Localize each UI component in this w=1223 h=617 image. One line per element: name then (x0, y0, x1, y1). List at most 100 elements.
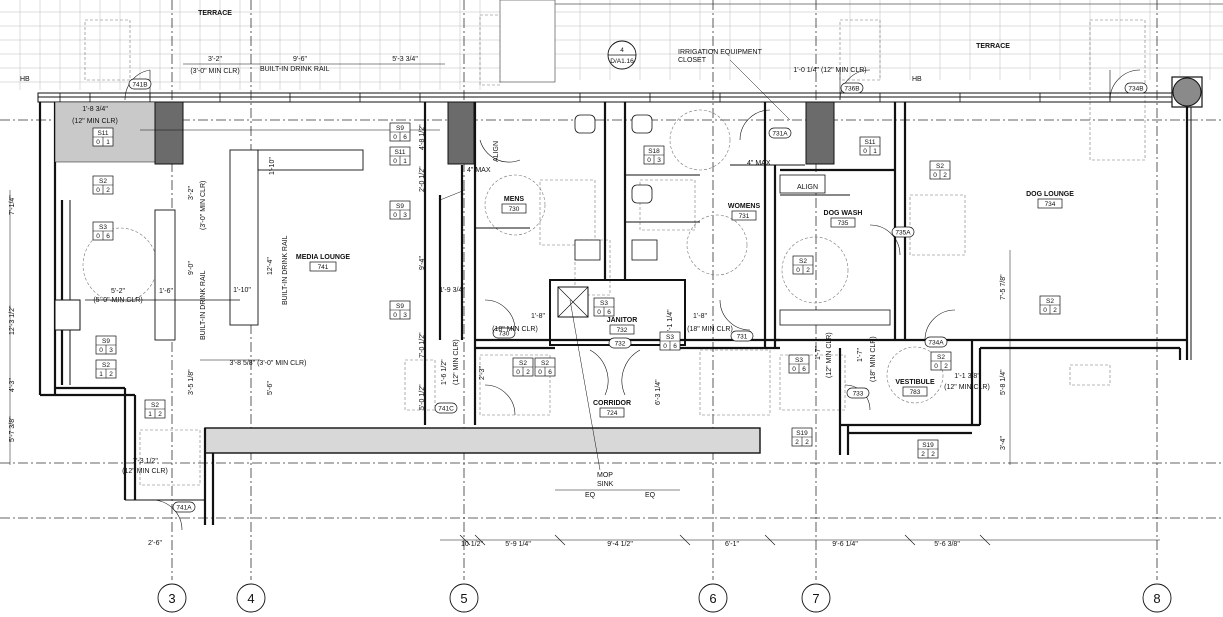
dim-7-5-78: 7'-5 7/8" (1000, 274, 1007, 300)
drink-rails (85, 129, 440, 341)
dim-7-14: 7'-1/4" (9, 195, 16, 215)
door-tag: 731 (730, 330, 754, 342)
partition-tag-a: 0 (663, 343, 667, 350)
door-tag: 733 (846, 387, 870, 399)
partition-tag-b: 2 (109, 371, 113, 378)
note-hose-bibb-2: HB (912, 76, 922, 83)
partition-tag-b: 2 (1053, 307, 1057, 314)
note-irrigation-2: CLOSET (678, 57, 707, 64)
partition-tag-code: S2 (519, 360, 527, 367)
note-align-1: ALIGN (493, 141, 500, 162)
partition-tag-code: S2 (936, 163, 944, 170)
partition-tag-code: S2 (541, 360, 549, 367)
partition-tag-b: 6 (802, 366, 806, 373)
grid-bubble-label: 7 (812, 591, 819, 606)
partition-tag-b: 6 (673, 343, 677, 350)
dim-18-clr-c: (18" MIN CLR) (870, 336, 877, 382)
door-tag-label: 741B (132, 82, 147, 89)
dim-4-3: 4'-3" (9, 378, 16, 392)
door-tag: 736B (840, 82, 864, 94)
note-drink-rail-top: BUILT-IN DRINK RAIL (260, 66, 330, 73)
partition-tag-b: 1 (873, 148, 877, 155)
partition-tag-b: 2 (931, 451, 935, 458)
room-janitor: JANITOR (607, 317, 638, 324)
partition-tag-b: 1 (106, 139, 110, 146)
partition-tag-b: 2 (158, 411, 162, 418)
partition-tag-code: S2 (799, 258, 807, 265)
dim-5-0-12: 5'-0 1/2" (419, 384, 426, 410)
dim-12-clr: (12" MIN CLR) (72, 118, 118, 125)
partition-tag-a: 0 (393, 312, 397, 319)
partition-tag-code: S2 (102, 362, 110, 369)
column (805, 101, 835, 165)
dim-3-2-v: 3'-2" (188, 186, 195, 200)
dim-12-clr-e: (12" MIN CLR) (944, 384, 990, 391)
door-tag: 732 (608, 337, 632, 349)
room-media-lounge: MEDIA LOUNGE (296, 254, 351, 261)
partition-tag-code: S2 (151, 402, 159, 409)
partition-tag-b: 6 (106, 233, 110, 240)
door-tag-label: 741A (176, 505, 192, 512)
partition-tag-a: 0 (792, 366, 796, 373)
detail-callout: 4 D/A1.16 (607, 40, 637, 70)
dim-2-6: 2'-6" (148, 540, 162, 547)
room-num-735: 735 (838, 220, 849, 227)
leaders (200, 59, 791, 471)
door-tag: 734B (1124, 82, 1148, 94)
dim-1-0-14: 1'-0 1/4" (12" MIN CLR) (793, 67, 866, 74)
door-tag-label: 734B (1128, 86, 1143, 93)
note-hose-bibb-1: HB (20, 76, 30, 83)
door-tag-label: 730 (499, 331, 510, 338)
dim-4-8-12: 4'-8 1/2" (419, 124, 426, 150)
partition-tag-a: 0 (1043, 307, 1047, 314)
room-terrace-right: TERRACE (976, 43, 1010, 50)
door-tag: 730 (492, 327, 516, 339)
partition-tag-a: 1 (99, 371, 103, 378)
dim-1-3-12: 1'-3 1/2" (132, 458, 158, 465)
partition-tag-a: 2 (795, 439, 799, 446)
dim-5-6: 5'-6" (267, 381, 274, 395)
door-tag-label: 731A (772, 131, 788, 138)
partition-tag-b: 3 (403, 312, 407, 319)
note-mop-2: SINK (597, 481, 614, 488)
dim-3-0-clr: (3'-0" MIN CLR) (190, 68, 239, 75)
detail-sheet: D/A1.16 (610, 58, 634, 65)
dim-5-2: 5'-2" (111, 288, 125, 295)
partition-tag-b: 6 (403, 134, 407, 141)
partition-tag-code: S3 (99, 224, 107, 231)
dim-12-4: 12'-4" (267, 257, 274, 275)
dim-5-8-14: 5'-8 1/4" (1000, 369, 1007, 395)
partition-tag-code: S2 (937, 354, 945, 361)
partition-tag-code: S2 (99, 178, 107, 185)
room-dog-lounge: DOG LOUNGE (1026, 191, 1074, 198)
dim-1-8: 1'-8" (531, 313, 545, 320)
partition-tag-a: 1 (148, 411, 152, 418)
partition-tag-a: 0 (933, 172, 937, 179)
partition-tag-a: 0 (863, 148, 867, 155)
dim-1-8-34: 1'-8 3/4" (82, 106, 108, 113)
dim-bottom-9-6-14: 9'-6 1/4" (832, 541, 858, 548)
partition-tag-a: 0 (96, 233, 100, 240)
partition-tag-b: 1 (403, 158, 407, 165)
grid-bubble-label: 6 (709, 591, 716, 606)
dim-1-1-38: 1'-1 3/8" (954, 373, 980, 380)
note-mop-1: MOP (597, 472, 613, 479)
partition-tag-a: 0 (934, 363, 938, 370)
